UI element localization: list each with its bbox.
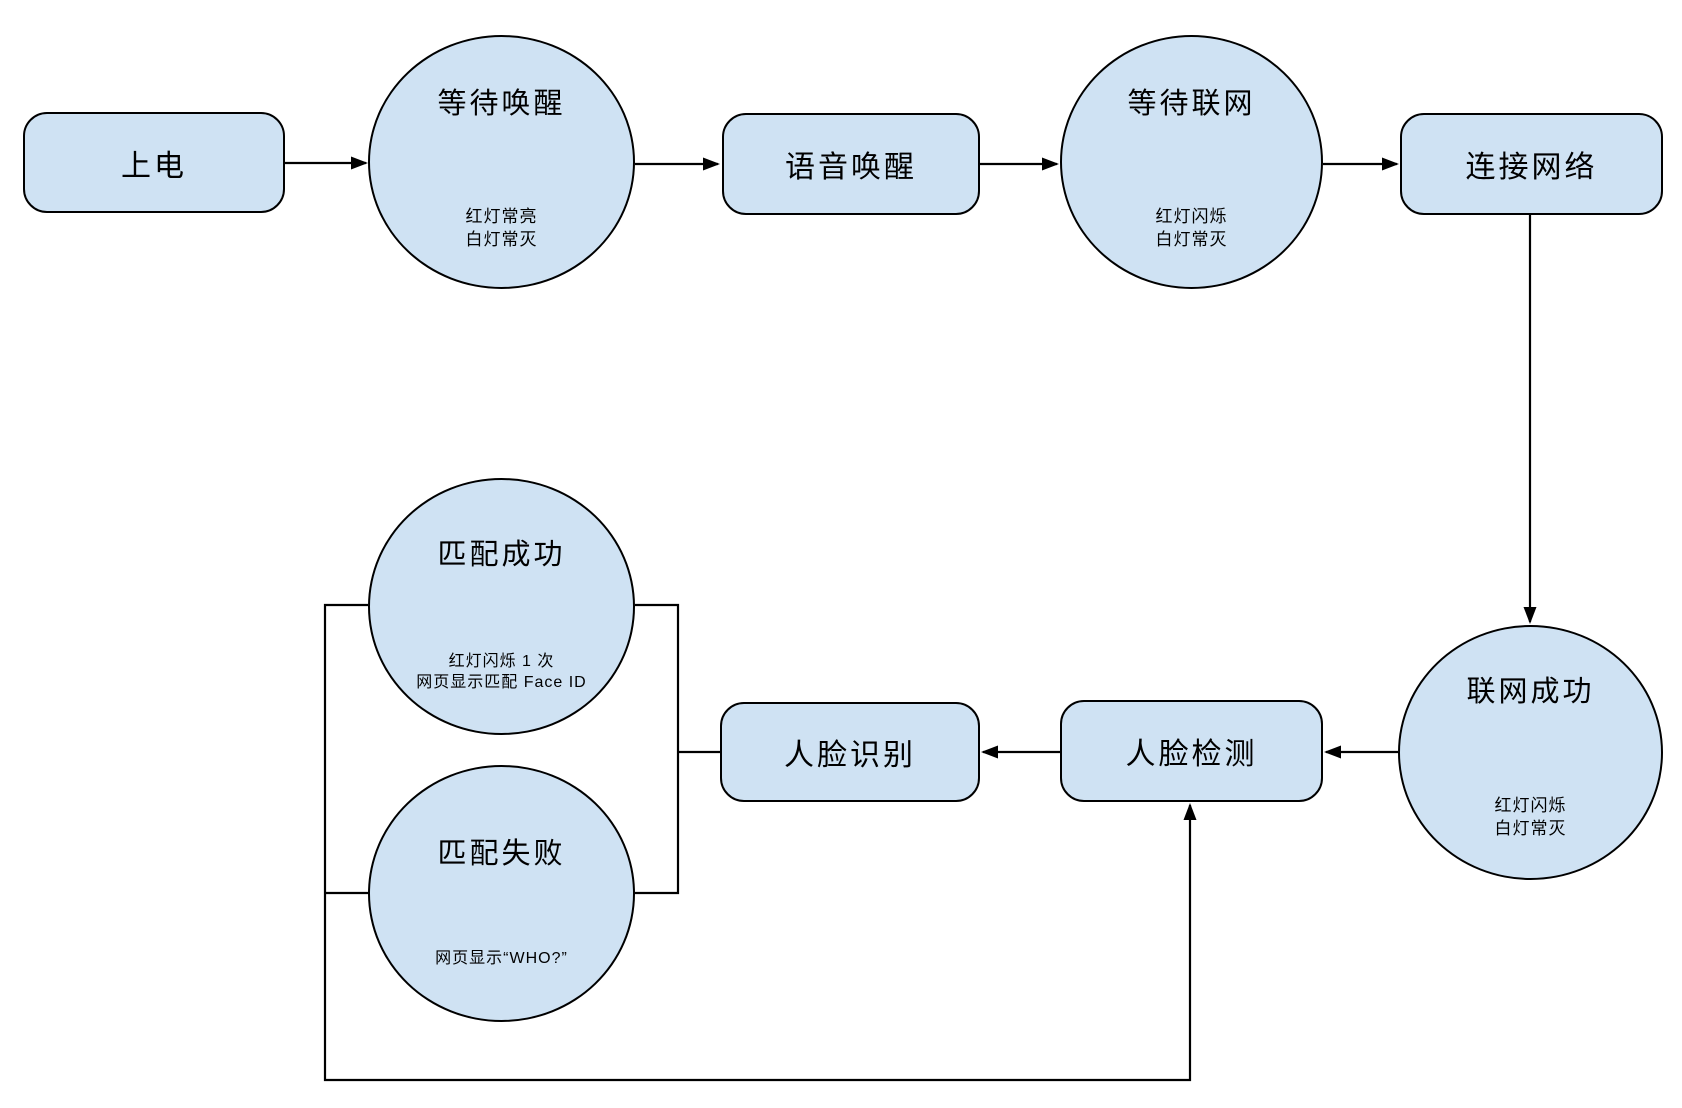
status-line: 网页显示“WHO?” <box>435 950 568 967</box>
node-face-detect: 人脸检测 <box>1060 700 1323 802</box>
node-wait-wake-status: 红灯常亮 白灯常灭 <box>350 205 653 251</box>
status-line: 白灯常灭 <box>465 230 538 249</box>
node-face-recognize-label: 人脸识别 <box>784 739 916 772</box>
node-wait-network-status: 红灯闪烁 白灯常灭 <box>1042 205 1341 251</box>
node-wait-network: 等待联网 红灯闪烁 白灯常灭 <box>1060 35 1323 289</box>
node-match-fail-status: 网页显示“WHO?” <box>350 948 653 969</box>
connector-face-recognize-to-match-results <box>635 603 720 895</box>
node-network-success: 联网成功 红灯闪烁 白灯常灭 <box>1398 625 1663 880</box>
node-face-recognize: 人脸识别 <box>720 702 980 802</box>
status-line: 红灯闪烁 <box>1155 207 1228 226</box>
node-match-success-title: 匹配成功 <box>437 539 566 571</box>
node-face-detect-label: 人脸检测 <box>1125 738 1258 771</box>
status-line: 网页显示匹配 Face ID <box>416 674 587 691</box>
node-wait-wake: 等待唤醒 红灯常亮 白灯常灭 <box>368 35 635 289</box>
status-line: 白灯常灭 <box>1155 230 1228 249</box>
status-line: 红灯常亮 <box>465 207 538 226</box>
node-connect-network: 连接网络 <box>1400 113 1663 215</box>
status-line: 红灯闪烁 <box>1494 796 1567 815</box>
node-connect-network-label: 连接网络 <box>1465 151 1598 184</box>
node-voice-wake-label: 语音唤醒 <box>785 151 917 184</box>
node-power-on-label: 上电 <box>121 149 187 183</box>
node-match-success-status: 红灯闪烁 1 次 网页显示匹配 Face ID <box>350 651 653 693</box>
status-line: 白灯常灭 <box>1494 819 1567 838</box>
status-line: 红灯闪烁 1 次 <box>448 653 555 670</box>
node-power-on: 上电 <box>23 112 285 213</box>
node-match-fail: 匹配失败 网页显示“WHO?” <box>368 765 635 1022</box>
node-match-fail-title: 匹配失败 <box>437 838 566 870</box>
node-network-success-status: 红灯闪烁 白灯常灭 <box>1380 794 1681 840</box>
node-wait-wake-title: 等待唤醒 <box>437 88 566 120</box>
node-network-success-title: 联网成功 <box>1466 676 1595 708</box>
node-voice-wake: 语音唤醒 <box>722 113 980 215</box>
node-wait-network-title: 等待联网 <box>1127 88 1256 120</box>
connector-loop-back-to-face-detect <box>323 603 1197 1082</box>
node-match-success: 匹配成功 红灯闪烁 1 次 网页显示匹配 Face ID <box>368 478 635 735</box>
